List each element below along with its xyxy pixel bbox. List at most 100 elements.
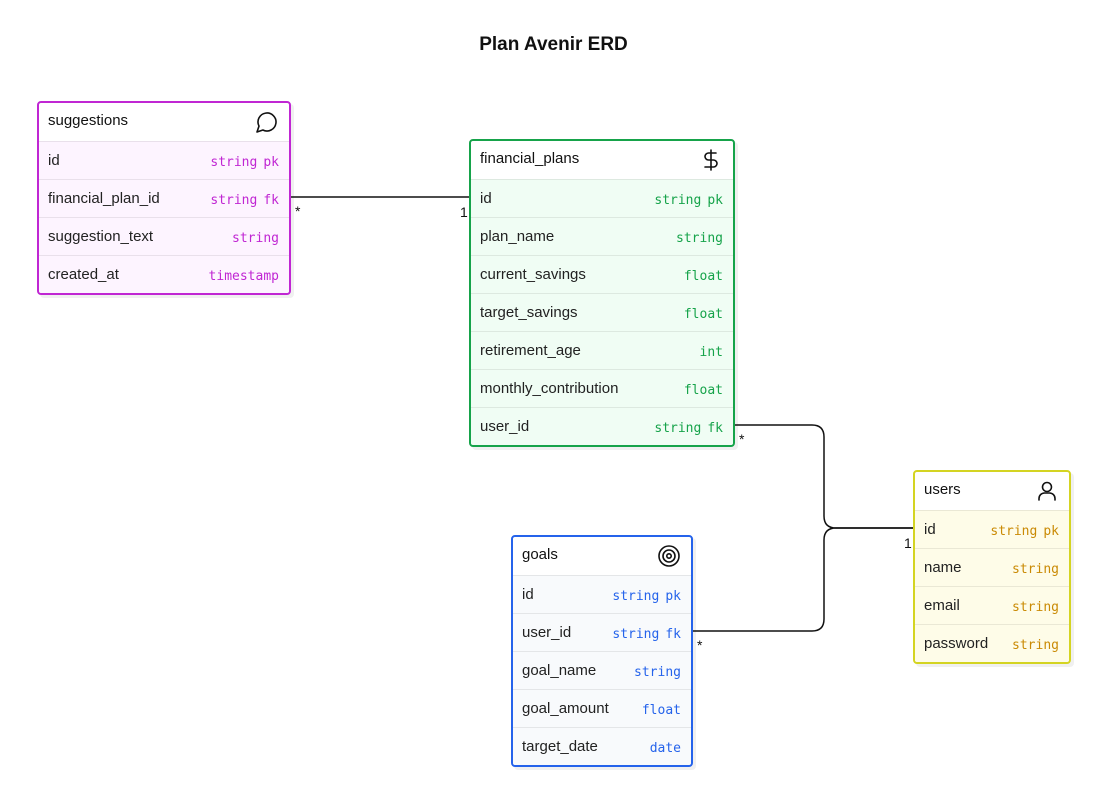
field-row[interactable]: target_savings float: [471, 293, 733, 331]
field-type-name: string: [232, 231, 279, 246]
field-type-name: float: [641, 703, 681, 718]
field-row[interactable]: id string pk: [915, 510, 1069, 548]
field-type: string fk: [612, 627, 681, 642]
field-type-name: string: [1012, 638, 1059, 653]
field-type-name: string: [654, 193, 702, 208]
field-name: monthly_contribution: [480, 380, 619, 397]
field-type: date: [650, 741, 681, 756]
field-name: target_savings: [480, 304, 578, 321]
field-name: id: [480, 190, 492, 207]
field-type-name: string: [612, 589, 660, 604]
user-icon: [1035, 479, 1059, 503]
field-row[interactable]: id string pk: [513, 575, 691, 613]
field-type-name: string: [1012, 600, 1059, 615]
cardinality-one: 1: [460, 204, 468, 220]
field-type-name: date: [649, 741, 681, 756]
field-type: float: [684, 383, 723, 398]
field-key-badge: pk: [707, 193, 723, 208]
field-row[interactable]: user_id string fk: [471, 407, 733, 445]
field-name: password: [924, 635, 989, 652]
field-type-name: float: [683, 383, 723, 398]
field-type-name: string: [634, 665, 681, 680]
cardinality-many: *: [295, 203, 301, 219]
field-type-name: string: [676, 231, 723, 246]
field-type: string: [1012, 562, 1059, 577]
field-type-name: string: [654, 421, 702, 436]
entity-header: suggestions: [39, 103, 289, 141]
diagram-title: Plan Avenir ERD: [479, 34, 628, 55]
entity-name: goals: [522, 546, 558, 563]
target-icon: [657, 544, 681, 568]
entity-header: financial_plans: [471, 141, 733, 179]
field-type: string: [634, 665, 681, 680]
relation-financial-plans-users: [730, 424, 918, 529]
field-name: current_savings: [480, 266, 586, 283]
field-name: goal_amount: [522, 700, 609, 717]
field-row[interactable]: id string pk: [471, 179, 733, 217]
field-type: string pk: [990, 524, 1059, 539]
entity-name: users: [924, 481, 961, 498]
entity-header: users: [915, 472, 1069, 510]
field-type-name: int: [699, 345, 723, 360]
field-row[interactable]: goal_amount float: [513, 689, 691, 727]
field-name: retirement_age: [480, 342, 581, 359]
field-type: string pk: [654, 193, 723, 208]
field-type: float: [684, 269, 723, 284]
field-name: financial_plan_id: [48, 190, 160, 207]
field-name: id: [522, 586, 534, 603]
field-name: user_id: [522, 624, 572, 641]
field-type: timestamp: [209, 269, 279, 284]
field-name: id: [48, 152, 60, 169]
field-type-name: string: [990, 524, 1038, 539]
field-type: string: [1012, 638, 1059, 653]
field-type-name: timestamp: [208, 269, 279, 284]
field-row[interactable]: created_at timestamp: [39, 255, 289, 293]
field-type-name: string: [210, 155, 258, 170]
chat-bubble-icon: [255, 110, 279, 134]
field-type: string: [676, 231, 723, 246]
relation-goals-users: [689, 527, 918, 632]
field-type: string fk: [654, 421, 723, 436]
field-name: goal_name: [522, 662, 597, 679]
cardinality-one: 1: [904, 535, 912, 551]
field-type-name: string: [612, 627, 660, 642]
field-name: created_at: [48, 266, 119, 283]
field-key-badge: pk: [1043, 524, 1059, 539]
field-row[interactable]: user_id string fk: [513, 613, 691, 651]
field-type: string: [232, 231, 279, 246]
field-name: suggestion_text: [48, 228, 154, 245]
field-row[interactable]: password string: [915, 624, 1069, 662]
field-key-badge: fk: [263, 193, 279, 208]
field-name: id: [924, 521, 936, 538]
field-row[interactable]: goal_name string: [513, 651, 691, 689]
field-name: email: [924, 597, 960, 614]
field-name: name: [924, 559, 962, 576]
field-row[interactable]: suggestion_text string: [39, 217, 289, 255]
field-row[interactable]: name string: [915, 548, 1069, 586]
field-type-name: string: [1012, 562, 1059, 577]
field-name: user_id: [480, 418, 530, 435]
field-key-badge: fk: [665, 627, 681, 642]
entity-header: goals: [513, 537, 691, 575]
field-row[interactable]: retirement_age int: [471, 331, 733, 369]
field-type: float: [684, 307, 723, 322]
field-key-badge: fk: [707, 421, 723, 436]
field-key-badge: pk: [665, 589, 681, 604]
field-row[interactable]: email string: [915, 586, 1069, 624]
field-row[interactable]: monthly_contribution float: [471, 369, 733, 407]
cardinality-many: *: [739, 431, 745, 447]
field-type: string pk: [612, 589, 681, 604]
field-type-name: float: [683, 269, 723, 284]
field-row[interactable]: current_savings float: [471, 255, 733, 293]
cardinality-many: *: [697, 637, 703, 653]
